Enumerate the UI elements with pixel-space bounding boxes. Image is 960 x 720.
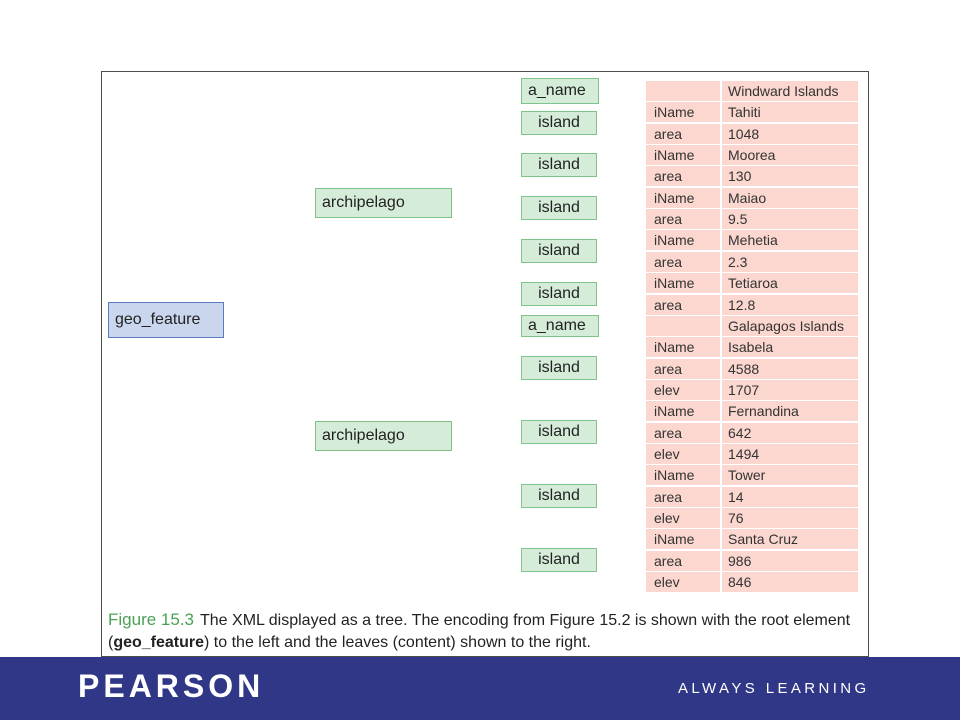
leaf-tag-elev: elev [646,379,720,400]
leaf-value-area: 1048 [722,123,858,144]
island-node: island [521,484,597,509]
leaf-tag-elev: elev [646,508,720,528]
leaf-tag-iName: iName [646,401,720,422]
leaf-tag-iName: iName [646,529,720,550]
island-node: island [521,548,597,573]
footer-tagline: ALWAYS LEARNING [678,680,870,697]
a-name-node: a_name [521,314,599,337]
island-node: island [521,238,597,263]
island-node: island [521,153,597,178]
leaf-tag-iName: iName [646,273,720,294]
archipelago-node: archipelago [315,421,452,451]
a-name-blank-cell [646,81,720,101]
leaf-value-elev: 76 [722,508,858,528]
figure-label: Figure 15.3 [108,610,194,629]
leaf-tag-iName: iName [646,145,720,166]
leaf-tag-iName: iName [646,465,720,486]
a-name-value-cell: Windward Islands [722,81,858,101]
leaf-tag-area: area [646,550,720,571]
leaf-tag-iName: iName [646,187,720,208]
caption-text-after: ) to the left and the leaves (content) s… [204,634,591,651]
a-name-blank-cell [646,315,720,336]
leaf-value-area: 642 [722,422,858,443]
leaf-value-iName: Isabela [722,337,858,358]
leaf-tag-area: area [646,422,720,443]
leaf-value-area: 12.8 [722,294,858,315]
leaf-value-elev: 846 [722,572,858,593]
island-node: island [521,196,597,221]
leaf-value-iName: Maiao [722,187,858,208]
leaf-tag-area: area [646,209,720,230]
a-name-value-cell: Galapagos Islands [722,315,858,336]
island-node: island [521,281,597,306]
leaf-value-area: 2.3 [722,251,858,272]
leaf-tag-area: area [646,358,720,379]
leaf-tag-elev: elev [646,443,720,464]
leaf-value-elev: 1707 [722,379,858,400]
leaf-tag-area: area [646,486,720,507]
leaf-tag-iName: iName [646,230,720,251]
leaf-tag-area: area [646,251,720,272]
leaf-tag-elev: elev [646,572,720,593]
caption-text-before: The XML displayed as a tree. The encodin… [108,612,851,651]
leaf-tag-area: area [646,166,720,187]
archipelago-node: archipelago [315,188,452,218]
footer-bar [0,657,960,720]
leaf-tag-iName: iName [646,337,720,358]
root-node: geo_feature [108,302,224,338]
leaf-value-iName: Tower [722,465,858,486]
leaf-value-iName: Moorea [722,145,858,166]
leaf-tag-area: area [646,123,720,144]
leaf-value-elev: 1494 [722,443,858,464]
leaf-tag-area: area [646,294,720,315]
leaf-value-area: 986 [722,550,858,571]
leaf-value-iName: Mehetia [722,230,858,251]
leaf-value-iName: Tetiaroa [722,273,858,294]
pearson-logo: PEARSON [78,668,265,704]
leaf-value-area: 4588 [722,358,858,379]
island-node: island [521,110,597,135]
caption-root-name: geo_feature [113,634,205,651]
leaf-value-area: 9.5 [722,209,858,230]
a-name-node: a_name [521,78,599,104]
island-node: island [521,356,597,381]
island-node: island [521,420,597,445]
leaf-value-iName: Tahiti [722,102,858,123]
leaf-value-area: 130 [722,166,858,187]
leaf-value-area: 14 [722,486,858,507]
leaf-value-iName: Fernandina [722,401,858,422]
leaf-value-iName: Santa Cruz [722,529,858,550]
leaf-tag-iName: iName [646,102,720,123]
